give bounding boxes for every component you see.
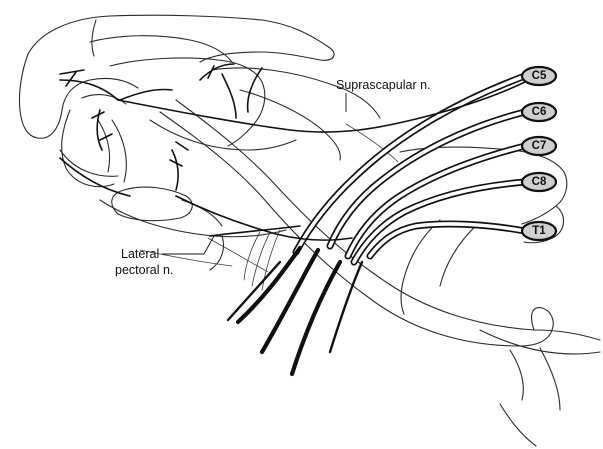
suprascapular-nerve	[60, 64, 525, 240]
suprascapular-label: Suprascapular n.	[336, 78, 431, 92]
lateral-pectoral-label-line2: pectoral n.	[115, 263, 173, 277]
svg-text:C8: C8	[532, 176, 547, 188]
root-t1: T1	[522, 222, 556, 240]
root-c5: C5	[522, 67, 556, 85]
svg-text:T1: T1	[532, 225, 546, 237]
root-c6: C6	[522, 103, 556, 121]
lateral-pectoral-leader	[162, 236, 214, 254]
muscle-lines	[140, 124, 398, 290]
root-c7: C7	[522, 137, 556, 155]
plexus-roots	[228, 76, 525, 374]
svg-text:C7: C7	[532, 140, 547, 152]
svg-text:C5: C5	[532, 70, 547, 82]
root-labels: C5 C6 C7 C8 T1	[522, 67, 556, 240]
root-c8: C8	[522, 173, 556, 191]
lateral-pectoral-label-line1: Lateral	[121, 247, 159, 261]
svg-text:C6: C6	[532, 106, 547, 118]
